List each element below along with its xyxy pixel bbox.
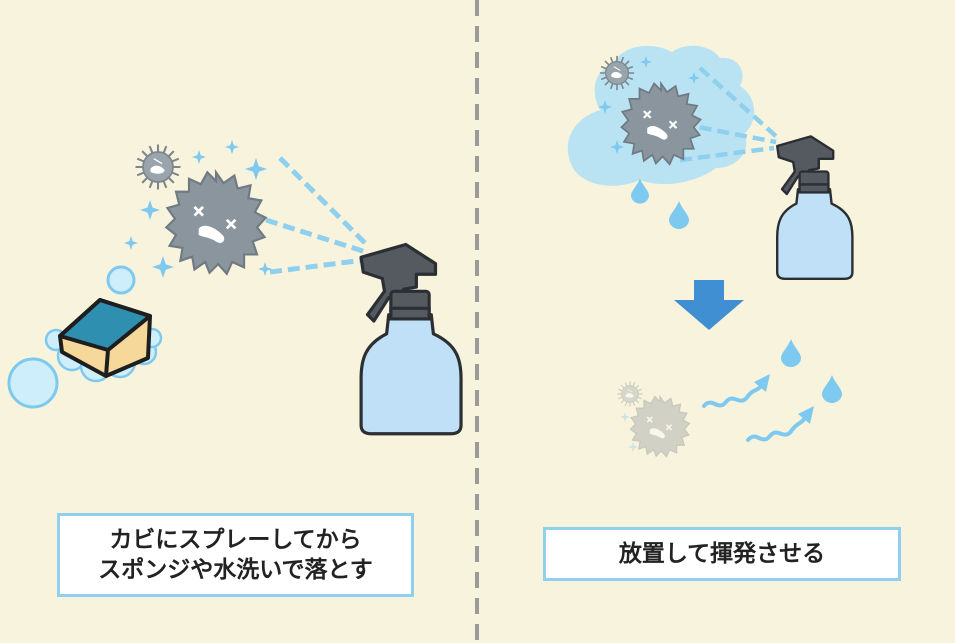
faded-mold-group — [616, 380, 691, 458]
spray-mist-left — [265, 156, 370, 275]
spray-bottle-icon — [359, 242, 463, 436]
caption-left: カビにスプレーしてから スポンジや水洗いで落とす — [57, 513, 414, 597]
mold-spore-icon — [164, 170, 268, 276]
sparkle-icon — [152, 256, 174, 278]
sponge-icon — [58, 298, 152, 378]
sparkle-icon — [620, 412, 630, 422]
virus-icon — [616, 380, 644, 408]
spray-bottle-icon — [776, 135, 854, 280]
squiggle-arrow-head — [754, 374, 814, 424]
water-drop-icon — [669, 201, 689, 229]
mold-spore-icon — [629, 395, 691, 458]
sparkle-icon — [258, 262, 272, 276]
caption-left-line2: スポンジや水洗いで落とす — [98, 557, 373, 583]
water-drop-icon — [822, 375, 842, 403]
water-drop-icon — [781, 339, 801, 367]
sparkle-icon — [192, 150, 206, 164]
squiggle-arrow-icon — [702, 382, 808, 442]
sparkle-icon — [245, 158, 267, 180]
caption-right-text: 放置して揮発させる — [618, 541, 826, 567]
virus-icon — [134, 143, 182, 191]
caption-right: 放置して揮発させる — [543, 527, 901, 581]
sparkle-icon — [628, 442, 638, 452]
sparkle-icon — [225, 140, 239, 154]
down-arrow-icon — [674, 280, 744, 330]
sparkle-icon — [140, 200, 160, 220]
left-panel — [7, 140, 463, 436]
right-panel — [567, 45, 854, 458]
virus-icon — [599, 55, 635, 91]
spray-mist-right — [679, 66, 780, 163]
caption-left-line1: カビにスプレーしてから — [109, 527, 362, 553]
sparkle-icon — [124, 236, 138, 250]
